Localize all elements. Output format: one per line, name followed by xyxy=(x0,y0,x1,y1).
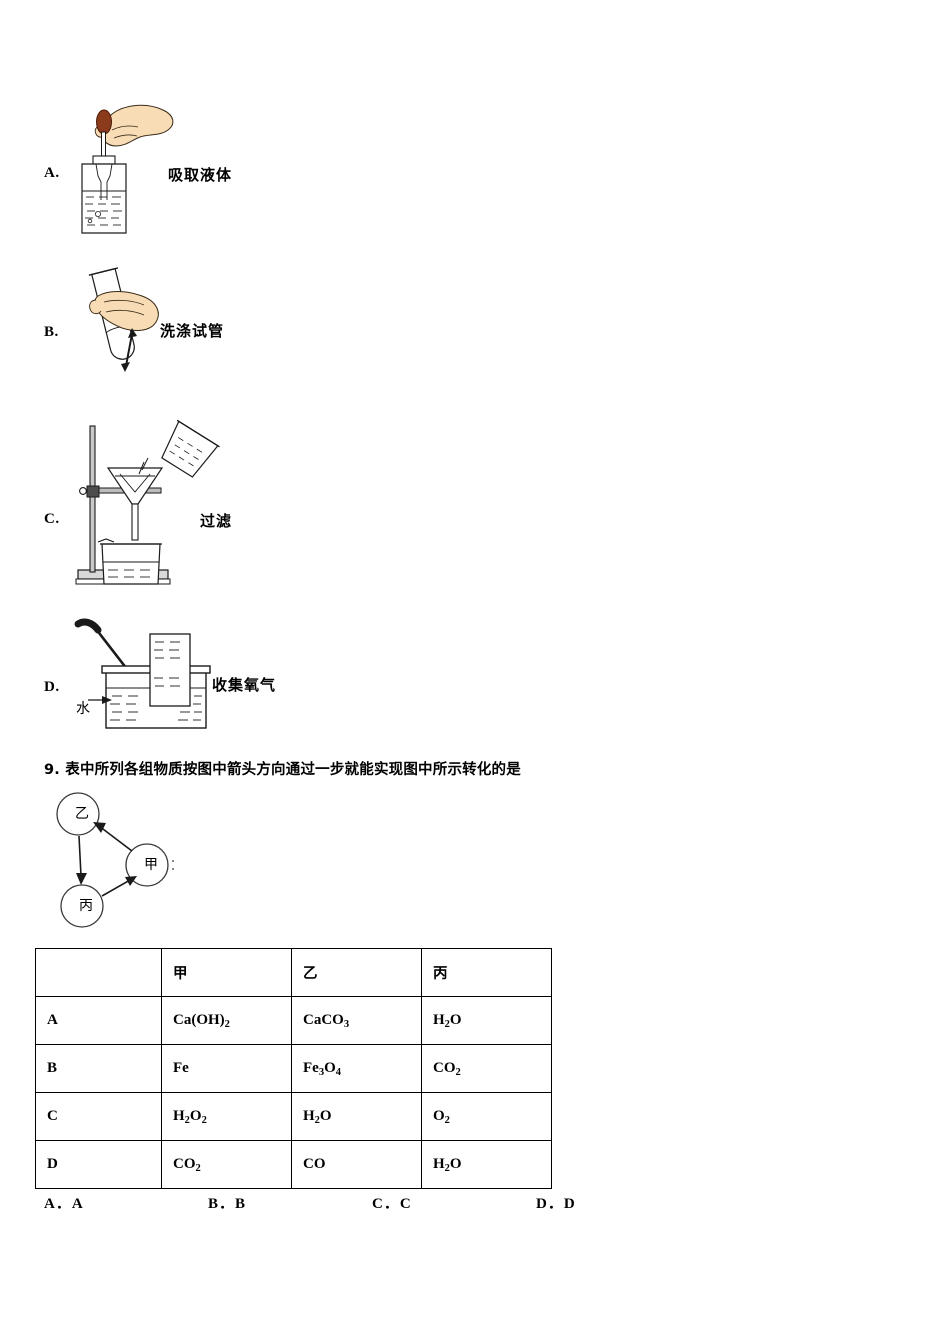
filter-paper xyxy=(119,473,151,493)
stand-rod xyxy=(89,425,96,573)
cell-c-bing: O2 xyxy=(421,1092,552,1141)
substance-groups-table: 甲 乙 丙 A Ca(OH)2 CaCO3 H2O B Fe Fe3O4 CO2… xyxy=(35,948,552,1189)
collect-oxygen-over-water-figure xyxy=(74,618,211,729)
table-row: B Fe Fe3O4 CO2 xyxy=(35,1044,552,1093)
node-label-yi: 乙 xyxy=(75,806,89,822)
cell-d-jia: CO2 xyxy=(161,1140,292,1189)
dropper-stem xyxy=(101,131,106,159)
question-9-text: 9. 表中所列各组物质按图中箭头方向通过一步就能实现图中所示转化的是 xyxy=(44,762,521,778)
option-letter-b: B. xyxy=(44,324,59,340)
answer-choice-d[interactable]: D．D xyxy=(536,1196,576,1212)
row-label-a: A xyxy=(35,996,162,1045)
row-label-d: D xyxy=(35,1140,162,1189)
cell-b-yi: Fe3O4 xyxy=(291,1044,422,1093)
answer-choice-b[interactable]: B．B xyxy=(208,1196,247,1212)
cell-c-yi: H2O xyxy=(291,1092,422,1141)
pour-stream xyxy=(138,457,149,475)
header-cell-yi: 乙 xyxy=(291,948,422,997)
filtrate-hatching xyxy=(108,569,150,578)
bottle-stopper xyxy=(92,155,116,165)
funnel-stem xyxy=(131,503,139,541)
cell-a-yi: CaCO3 xyxy=(291,996,422,1045)
table-row: C H2O2 H2O O2 xyxy=(35,1092,552,1141)
option-caption-a: 吸取液体 xyxy=(168,166,233,184)
arrow-jia-to-yi xyxy=(93,822,133,852)
cell-b-jia: Fe xyxy=(161,1044,292,1093)
arrow-yi-to-bing xyxy=(76,835,87,885)
table-row: A Ca(OH)2 CaCO3 H2O xyxy=(35,996,552,1045)
option-caption-b: 洗涤试管 xyxy=(160,322,225,340)
test-tube-rim xyxy=(88,267,119,276)
cell-b-bing: CO2 xyxy=(421,1044,552,1093)
arrow-bing-to-jia xyxy=(101,876,137,897)
funnel xyxy=(106,467,164,505)
beaker-spout xyxy=(97,538,115,543)
row-label-c: C xyxy=(35,1092,162,1141)
option-letter-c: C. xyxy=(44,511,60,527)
cell-d-yi: CO xyxy=(291,1140,422,1189)
option-letter-d: D. xyxy=(44,679,60,695)
rubber-tube-end xyxy=(74,618,102,634)
node-circle-yi xyxy=(56,792,100,836)
shake-arrow xyxy=(121,328,137,372)
node-label-bing: 丙 xyxy=(79,898,93,914)
pouring-beaker xyxy=(161,419,220,478)
filtration-setup-figure xyxy=(75,419,220,585)
cell-a-bing: H2O xyxy=(421,996,552,1045)
cell-d-bing: H2O xyxy=(421,1140,552,1189)
header-cell-bing: 丙 xyxy=(421,948,552,997)
receiving-beaker xyxy=(101,543,161,585)
water-pointer-arrow xyxy=(102,696,112,704)
cell-a-jia: Ca(OH)2 xyxy=(161,996,292,1045)
substance-conversion-cycle-diagram xyxy=(56,792,174,928)
table-header-row: 甲 乙 丙 xyxy=(35,948,552,997)
option-caption-c: 过滤 xyxy=(200,512,233,530)
hand-shape xyxy=(100,104,174,147)
gas-collecting-bottle xyxy=(149,633,191,707)
node-circle-bing xyxy=(60,884,104,928)
header-cell-jia: 甲 xyxy=(161,948,292,997)
node-circle-jia xyxy=(125,843,169,887)
clamp-boss xyxy=(86,485,100,498)
answer-choice-a[interactable]: A．A xyxy=(44,1196,84,1212)
reagent-bottle xyxy=(81,163,127,234)
liquid-hatching xyxy=(85,196,122,226)
header-cell-blank xyxy=(35,948,162,997)
node-label-jia: 甲 xyxy=(144,857,158,873)
rubber-bulb xyxy=(96,109,112,135)
table-row: D CO2 CO H2O xyxy=(35,1140,552,1189)
row-label-b: B xyxy=(35,1044,162,1093)
water-label: 水 xyxy=(76,701,90,717)
water-hatching xyxy=(110,695,202,721)
dropper-drawing-liquid-figure xyxy=(81,104,174,234)
bottle-water-hatching xyxy=(154,641,180,687)
washing-test-tube-figure xyxy=(88,267,159,372)
clamp-screw xyxy=(79,487,87,495)
cell-c-jia: H2O2 xyxy=(161,1092,292,1141)
answer-choice-c[interactable]: C．C xyxy=(372,1196,412,1212)
option-caption-d: 收集氧气 xyxy=(212,676,277,694)
option-letter-a: A. xyxy=(44,165,60,181)
